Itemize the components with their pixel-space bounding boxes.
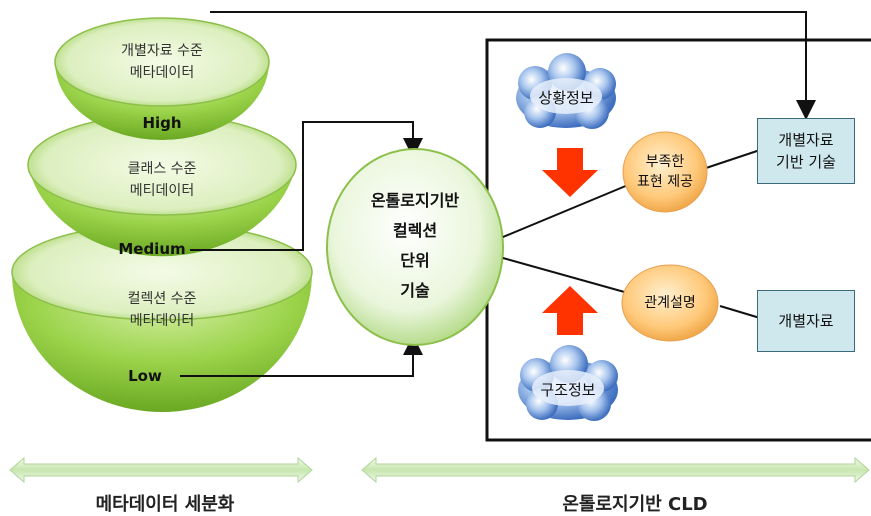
box-upper-line1: 개별자료 [778, 131, 834, 149]
bubble-upper-line2: 표현 제공 [637, 174, 693, 190]
bubble-upper-label: 부족한 표현 제공 [615, 152, 715, 192]
center-line1: 온톨로지기반 [370, 191, 460, 210]
level-medium-label: Medium [118, 240, 186, 258]
bowl-middle-line2: 메티데이터 [129, 183, 195, 199]
footer-right-label: 온톨로지기반 CLD [562, 494, 708, 515]
cloud-context-info [516, 53, 616, 129]
bowl-middle-label: 클래스 수준 메티데이터 [82, 158, 242, 202]
footer-left-label: 메타데이터 세분화 [95, 494, 235, 515]
center-line4: 기술 [400, 281, 430, 300]
footer-arrow-left [9, 456, 313, 484]
box-lower-line1: 개별자료 [778, 312, 834, 330]
red-arrow-down [542, 148, 598, 197]
bowl-class-level [27, 114, 297, 257]
connector-medium-to-center [190, 121, 423, 251]
line-center-to-upper-bubble [502, 184, 629, 238]
level-high-label: High [142, 114, 182, 132]
box-individual-item: 개별자료 [757, 290, 855, 352]
bubble-upper-line1: 부족한 [645, 154, 685, 170]
cloud-context-label: 상황정보 [538, 89, 594, 107]
bowl-bottom-label: 컬렉션 수준 메타데이터 [82, 288, 242, 332]
bubble-insufficient-expression [622, 131, 708, 213]
connector-low-to-center [180, 335, 423, 377]
line-upper-bubble-to-box [699, 149, 761, 171]
bowl-bottom-line2: 메타데이터 [129, 313, 195, 329]
cloud-structure-info [518, 345, 618, 421]
bowl-item-level [54, 17, 270, 140]
center-line2: 컬렉션 [392, 221, 438, 240]
red-arrow-up [542, 286, 598, 335]
bowl-middle-line1: 클래스 수준 [127, 161, 197, 177]
center-circle [326, 148, 504, 346]
footer-arrow-right [361, 456, 870, 484]
connector-high-to-box [210, 11, 816, 120]
box-item-based-tech: 개별자료 기반 기술 [757, 118, 855, 184]
line-lower-bubble-to-box [719, 305, 761, 319]
bubble-relation-description [621, 264, 719, 342]
bowl-bottom-line1: 컬렉션 수준 [127, 291, 197, 307]
center-label: 온톨로지기반 컬렉션 단위 기술 [340, 186, 490, 306]
bowl-top-line2: 메타데이터 [129, 65, 195, 81]
cloud-structure-label: 구조정보 [540, 381, 596, 399]
line-center-to-lower-bubble [502, 257, 629, 294]
box-upper-line2: 기반 기술 [776, 153, 836, 171]
bowl-top-label: 개별자료 수준 메타데이터 [82, 40, 242, 84]
bowl-top-line1: 개별자료 수준 [121, 43, 203, 59]
center-line3: 단위 [400, 251, 430, 270]
bubble-lower-label: 관계설명 [644, 295, 696, 311]
level-low-label: Low [128, 367, 162, 385]
